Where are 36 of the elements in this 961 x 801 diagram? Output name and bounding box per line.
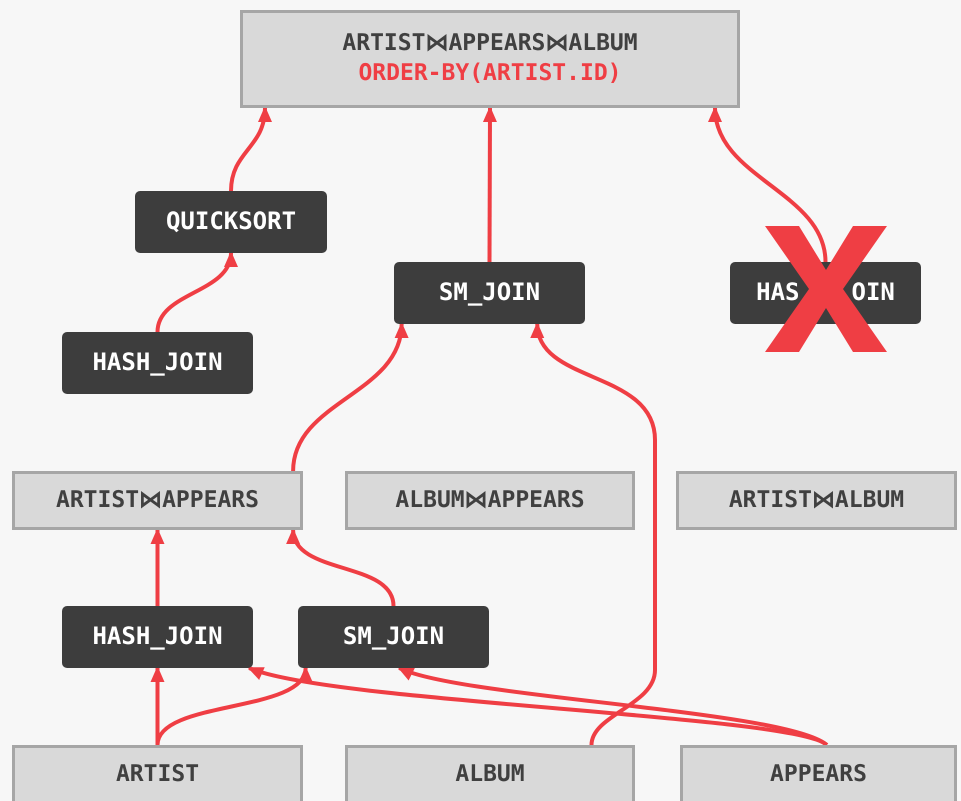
- arrow: [288, 528, 396, 606]
- operator-box: [135, 191, 327, 253]
- relation-box: [676, 471, 957, 530]
- node-label: ARTIST⋈APPEARS: [56, 486, 259, 515]
- node-label: ALBUM: [455, 760, 525, 790]
- operator-box: [62, 606, 253, 668]
- operator-box: [298, 606, 489, 668]
- relation-box: [345, 745, 635, 801]
- node-label: OIN: [852, 277, 895, 308]
- arrow: [532, 322, 657, 746]
- relation-box: [12, 745, 303, 801]
- arrow: [156, 251, 236, 332]
- node-label: APPEARS: [770, 760, 867, 790]
- node-label: HASH_JOIN: [92, 347, 223, 378]
- node-label: SM_JOIN: [342, 621, 444, 652]
- node-label: HAS: [756, 277, 800, 308]
- relation-box: [240, 10, 740, 108]
- node-label: ORDER-BY(ARTIST.ID): [358, 59, 622, 88]
- node-label: SM_JOIN: [438, 277, 540, 308]
- node-label: ARTIST⋈ALBUM: [728, 486, 904, 515]
- relation-box: [12, 471, 303, 530]
- arrow: [291, 322, 407, 472]
- arrow: [710, 106, 828, 262]
- node-label: ALBUM⋈APPEARS: [395, 486, 585, 515]
- arrow: [150, 528, 164, 606]
- operator-box: [394, 262, 585, 324]
- arrow: [229, 106, 271, 192]
- node-label: HASH_JOIN: [92, 621, 223, 652]
- operator-box: [62, 332, 253, 394]
- node-label: ARTIST⋈APPEARS⋈ALBUM: [342, 29, 638, 58]
- arrow: [397, 666, 828, 747]
- node-label: ARTIST: [116, 760, 200, 790]
- arrow: [482, 106, 497, 262]
- node-label: QUICKSORT: [166, 206, 296, 238]
- relation-box: [680, 745, 957, 801]
- relation-box: [345, 471, 635, 530]
